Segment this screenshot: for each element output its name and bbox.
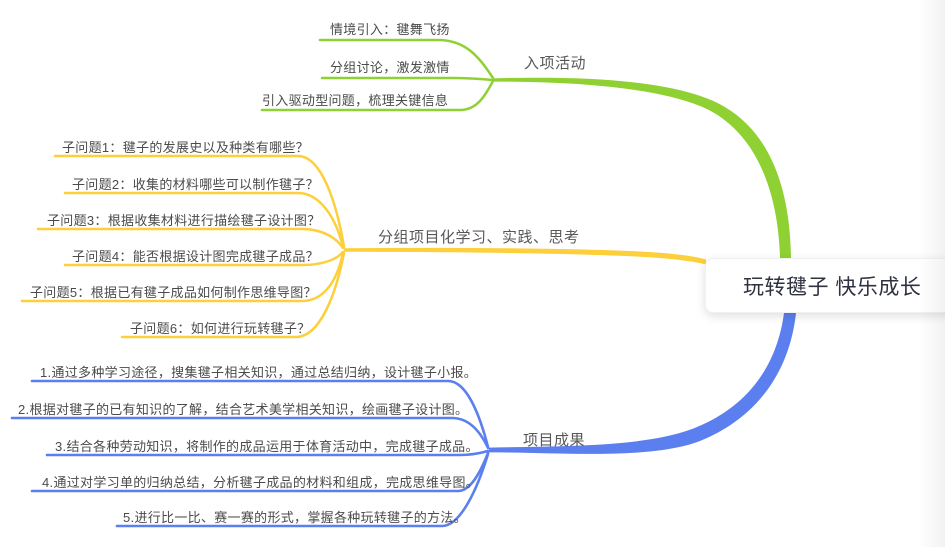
blue-branch-connector: [489, 313, 796, 454]
blue-subtopic-connector-5: [115, 452, 490, 528]
green-subtopic-connector-2: [320, 76, 495, 82]
yellow-branch-connector: [344, 247, 706, 265]
blue-subtopic-connector-1: [30, 379, 490, 449]
green-subtopic-connector-1: [318, 38, 495, 80]
yellow-subtopic-connector-1: [53, 154, 346, 249]
yellow-subtopic-connector-2: [63, 191, 345, 249]
blue-subtopic-connector-3: [45, 449, 490, 457]
subtopic-node[interactable]: 3.结合各种劳动知识，将制作的成品运用于体育活动中，完成毽子成品。: [55, 439, 479, 454]
blue-subtopic-connector-2: [10, 416, 490, 450]
branch-node-project-outcomes[interactable]: 项目成果: [523, 432, 586, 449]
subtopic-node[interactable]: 子问题4：能否根据设计图完成毽子成品？: [72, 249, 319, 264]
subtopic-node[interactable]: 子问题5：根据已有毽子成品如何制作思维导图？: [30, 285, 317, 300]
subtopic-node[interactable]: 4.通过对学习单的归纳总结，分析毽子成品的材料和组成，完成思维导图。: [42, 475, 480, 490]
central-topic-title: 玩转毽子 快乐成长: [743, 275, 922, 299]
branch-node-group-project-learning[interactable]: 分组项目化学习、实践、思考: [378, 229, 580, 246]
subtopic-node[interactable]: 子问题2：收集的材料哪些可以制作毽子？: [72, 177, 319, 192]
subtopic-node[interactable]: 1.通过多种学习途径，搜集毽子相关知识，通过总结归纳，设计毽子小报。: [40, 365, 478, 380]
subtopic-node[interactable]: 子问题6：如何进行玩转毽子？: [130, 321, 311, 336]
subtopic-node[interactable]: 5.进行比一比、赛一赛的形式，掌握各种玩转毽子的方法。: [123, 510, 467, 525]
yellow-subtopic-connector-3: [36, 227, 345, 250]
subtopic-node[interactable]: 子问题3：根据收集材料进行描绘毽子设计图？: [47, 213, 321, 228]
subtopic-node[interactable]: 情境引入：毽舞飞扬: [330, 22, 450, 37]
subtopic-node[interactable]: 分组讨论，激发激情: [330, 60, 450, 75]
branch-node-entry-activities[interactable]: 入项活动: [524, 55, 587, 72]
yellow-subtopic-connector-5: [20, 251, 345, 303]
subtopic-node[interactable]: 2.根据对毽子的已有知识的了解，结合艺术美学相关知识，绘画毽子设计图。: [18, 402, 469, 417]
green-subtopic-connector-3: [260, 79, 495, 112]
subtopic-node[interactable]: 引入驱动型问题，梳理关键信息: [262, 93, 449, 108]
central-topic-node[interactable]: 玩转毽子 快乐成长: [705, 258, 945, 313]
subtopic-node[interactable]: 子问题1：毽子的发展史以及种类有哪些？: [62, 140, 309, 155]
yellow-subtopic-connector-4: [63, 250, 345, 267]
yellow-subtopic-connector-6: [120, 251, 346, 339]
